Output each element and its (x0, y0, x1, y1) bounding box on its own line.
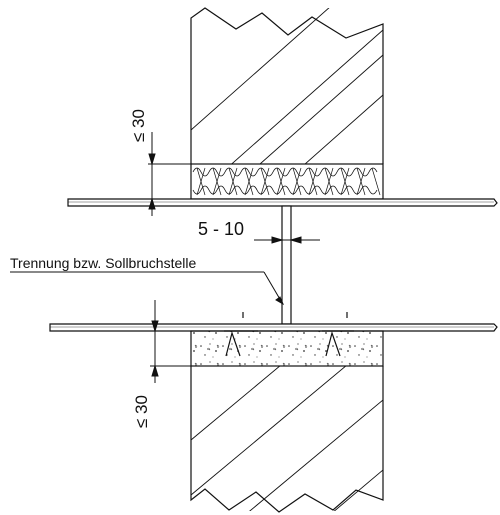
dimension-bottom (150, 300, 192, 383)
anchor-left (224, 312, 258, 357)
dimension-gap (254, 236, 320, 244)
dim-bottom-label: ≤ 30 (132, 395, 151, 428)
dimension-top (148, 132, 192, 216)
anchor-right (322, 312, 354, 357)
lower-wall (190, 366, 384, 513)
upper-wall (190, 7, 384, 164)
upper-plate (67, 198, 498, 207)
insulation-layer (190, 163, 384, 200)
separation-strip (281, 205, 292, 325)
lower-plate (49, 323, 498, 332)
annotation-leader (10, 271, 285, 306)
dim-top-label: ≤ 30 (129, 109, 148, 142)
concrete-layer (190, 312, 384, 367)
gap-label: 5 - 10 (198, 219, 244, 239)
annotation-label: Trennung bzw. Sollbruchstelle (10, 255, 196, 271)
